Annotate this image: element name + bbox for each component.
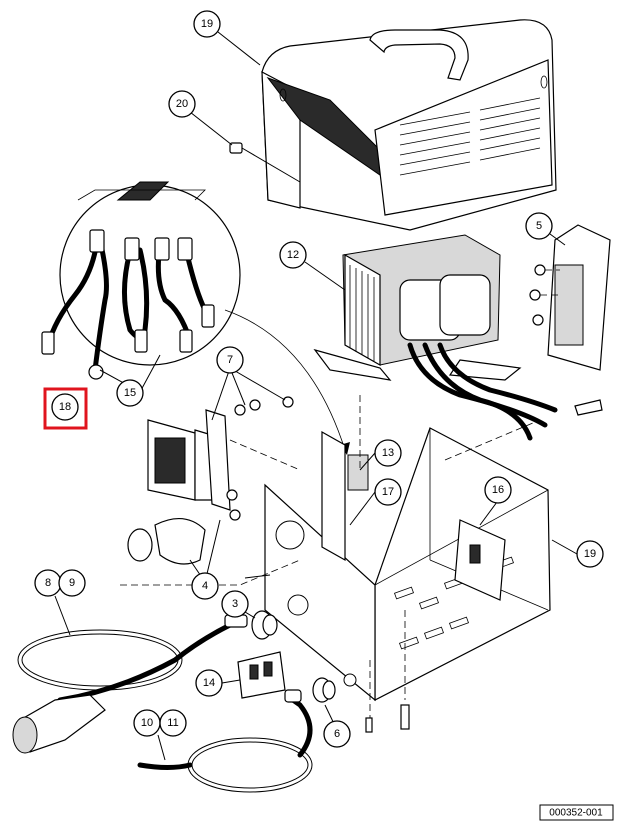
svg-text:9: 9: [69, 577, 75, 589]
callout-9: 9: [58, 569, 86, 597]
callout-10: 10: [133, 709, 161, 737]
terminal-block: [529, 224, 611, 371]
charger-cover: [261, 19, 557, 231]
callout-20: 20: [168, 90, 196, 118]
charger-base: PowerDrive: [264, 427, 551, 702]
callout-6: 6: [323, 720, 351, 748]
svg-text:16: 16: [492, 484, 504, 496]
callout-18: 18: [43, 387, 88, 430]
callout-13: 13: [374, 439, 402, 467]
callout-7: 7: [216, 346, 244, 374]
dc-cable: [12, 614, 248, 754]
base-screw-left: [365, 717, 373, 733]
callout-8: 8: [34, 569, 62, 597]
svg-text:15: 15: [124, 387, 136, 399]
callout-18-highlight: [43, 387, 88, 430]
svg-text:14: 14: [203, 677, 215, 689]
reference-lines: [120, 395, 541, 720]
callout-5: 5: [525, 212, 553, 240]
svg-text:13: 13: [382, 447, 394, 459]
fuse-block: [237, 651, 286, 699]
svg-text:11: 11: [167, 717, 178, 729]
svg-text:19: 19: [584, 548, 596, 560]
strain-relief-6: [312, 677, 336, 703]
svg-text:12: 12: [287, 249, 299, 261]
ammeter: [147, 396, 294, 511]
strain-relief-3: [251, 610, 278, 640]
callout-4: 4: [191, 572, 219, 600]
figure-id-label: 000352-001: [539, 804, 614, 821]
heatsink-bracket: [321, 430, 369, 562]
base-screw-right: [400, 704, 410, 730]
wire-harness-inset: [41, 181, 241, 380]
callout-11: 11: [159, 709, 187, 737]
svg-text:5: 5: [536, 220, 542, 232]
fuse-holder: [127, 489, 271, 579]
leader-lines: [54, 31, 578, 761]
callout-3: 3: [221, 590, 249, 618]
svg-text:8: 8: [45, 577, 51, 589]
svg-text:10: 10: [141, 717, 153, 729]
svg-text:6: 6: [334, 728, 340, 740]
svg-text:18: 18: [59, 401, 71, 413]
svg-text:17: 17: [382, 486, 394, 498]
inset-arrow: [224, 309, 346, 451]
svg-text:20: 20: [176, 98, 188, 110]
callout-14: 14: [195, 669, 223, 697]
cover-screw: [229, 142, 301, 183]
callout-19-base: 19: [576, 540, 604, 568]
transformer: [313, 234, 558, 441]
svg-text:7: 7: [227, 354, 233, 366]
callout-19-cover: 19: [193, 10, 221, 38]
ac-cord: [137, 689, 313, 793]
callout-12: 12: [279, 241, 307, 269]
svg-text:4: 4: [202, 580, 208, 592]
callout-15: 15: [116, 379, 144, 407]
svg-text:19: 19: [201, 18, 213, 30]
mount-bolt: [574, 399, 603, 416]
callout-17: 17: [374, 478, 402, 506]
callout-16: 16: [484, 476, 512, 504]
svg-text:000352-001: 000352-001: [549, 808, 603, 819]
svg-text:3: 3: [232, 598, 238, 610]
circuit-board: [454, 519, 506, 601]
